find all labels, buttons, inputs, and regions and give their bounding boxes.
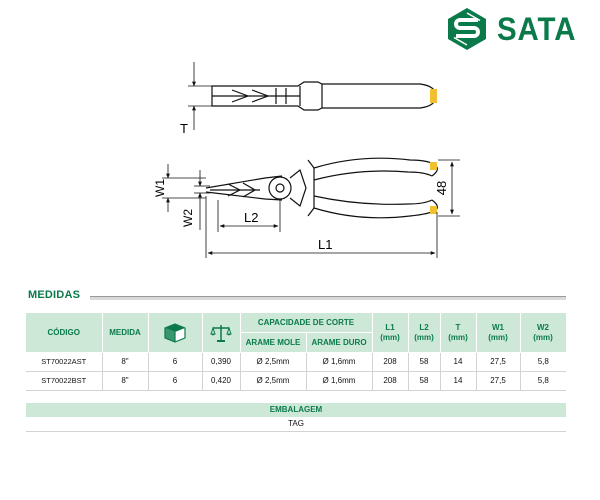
cell-soft-wire: Ø 2,5mm — [240, 371, 307, 391]
dimension-l1 — [205, 196, 438, 258]
scale-icon — [210, 324, 232, 342]
header-weight — [202, 313, 241, 353]
header-l2-unit: (mm) — [414, 332, 434, 342]
brand-name: SATA — [497, 10, 577, 47]
side-view — [211, 81, 437, 111]
label-t: T — [180, 121, 188, 136]
dimension-l2 — [217, 200, 281, 232]
cell-quantity: 6 — [148, 371, 203, 391]
dimension-height — [438, 159, 460, 217]
cell-w2: 5,8 — [520, 352, 566, 372]
packaging-value: TAG — [26, 417, 566, 432]
label-w2: W2 — [181, 209, 195, 227]
header-w2: W2(mm) — [520, 313, 567, 353]
label-w1: W1 — [153, 179, 167, 197]
specs-table: CÓDIGO MEDIDA — [26, 313, 567, 391]
header-l1-label: L1 — [385, 322, 395, 332]
header-hard-wire: ARAME DURO — [306, 332, 373, 353]
cell-w1: 27,5 — [476, 352, 521, 372]
cell-weight: 0,420 — [202, 371, 241, 391]
header-l2-label: L2 — [419, 322, 429, 332]
label-l1: L1 — [318, 237, 332, 252]
header-code: CÓDIGO — [26, 313, 103, 353]
cell-size: 8" — [102, 352, 149, 372]
dimension-t — [188, 62, 212, 130]
header-w1-label: W1 — [492, 322, 504, 332]
table-row: ST70022AST 8" 6 0,390 Ø 2,5mm Ø 1,6mm 20… — [26, 352, 566, 372]
cell-l2: 58 — [408, 352, 441, 372]
cell-code: ST70022BST — [26, 371, 103, 391]
cell-hard-wire: Ø 1,6mm — [306, 371, 373, 391]
section-title: MEDIDAS — [28, 289, 81, 301]
cell-l2: 58 — [408, 371, 441, 391]
cell-t: 14 — [440, 352, 477, 372]
sata-logo-icon — [448, 8, 486, 50]
section-divider — [90, 296, 566, 300]
header-w2-label: W2 — [537, 322, 549, 332]
header-cut-capacity: CAPACIDADE DE CORTE — [240, 313, 373, 333]
header-l2: L2(mm) — [408, 313, 441, 353]
cell-size: 8" — [102, 371, 149, 391]
cell-w1: 27,5 — [476, 371, 521, 391]
cell-code: ST70022AST — [26, 352, 103, 372]
cell-l1: 208 — [372, 371, 409, 391]
header-w1-unit: (mm) — [488, 332, 508, 342]
brand-logo: SATA — [445, 5, 595, 53]
table-row: ST70022BST 8" 6 0,420 Ø 2,5mm Ø 1,6mm 20… — [26, 371, 566, 391]
cell-weight: 0,390 — [202, 352, 241, 372]
cell-l1: 208 — [372, 352, 409, 372]
dimension-w2 — [194, 170, 210, 230]
pliers-technical-drawing: T W1 W2 — [153, 62, 460, 258]
header-w1: W1(mm) — [476, 313, 521, 353]
header-soft-wire: ARAME MOLE — [240, 332, 307, 353]
dimension-w1 — [162, 164, 206, 212]
box-icon — [164, 322, 186, 343]
header-t-unit: (mm) — [448, 332, 468, 342]
cell-quantity: 6 — [148, 352, 203, 372]
header-l1: L1(mm) — [372, 313, 409, 353]
cell-t: 14 — [440, 371, 477, 391]
label-height: 48 — [434, 181, 449, 195]
header-l1-unit: (mm) — [380, 332, 400, 342]
packaging-header: EMBALAGEM — [26, 403, 566, 417]
front-view — [205, 157, 438, 219]
cell-hard-wire: Ø 1,6mm — [306, 352, 373, 372]
cell-w2: 5,8 — [520, 371, 566, 391]
header-t-label: T — [455, 322, 461, 332]
header-size: MEDIDA — [102, 313, 149, 353]
header-quantity — [148, 313, 203, 353]
cell-soft-wire: Ø 2,5mm — [240, 352, 307, 372]
label-l2: L2 — [244, 210, 258, 225]
header-w2-unit: (mm) — [533, 332, 553, 342]
header-t: T(mm) — [440, 313, 477, 353]
